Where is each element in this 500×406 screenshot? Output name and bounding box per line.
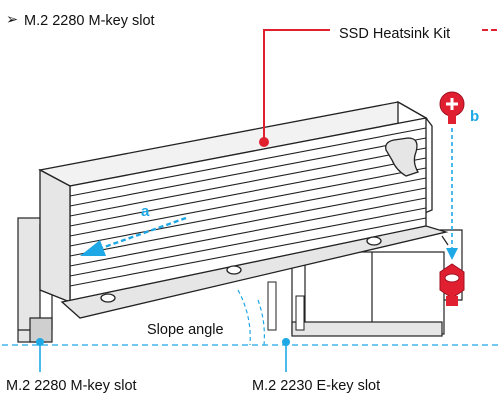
heatsink-leader-dot	[259, 137, 269, 147]
heatsink-clip	[385, 137, 419, 177]
step-a-label: a	[141, 203, 150, 220]
slope-angle-arc-left	[237, 289, 251, 346]
m2-2280-slot-label: M.2 2280 M-key slot	[6, 378, 137, 394]
section-heading: M.2 2280 M-key slot	[24, 13, 155, 29]
plate-screw-hole-right	[366, 236, 382, 246]
heatsink-kit-label: SSD Heatsink Kit	[339, 26, 451, 42]
screw-icon	[439, 91, 465, 124]
heatsink-leader-line	[263, 29, 330, 142]
plate-screw-hole-left	[100, 293, 116, 303]
step-b-label: b	[470, 108, 480, 125]
bullet-icon: ➢	[6, 12, 19, 28]
m2-2230-slot-label: M.2 2230 E-key slot	[252, 378, 381, 394]
ssd-heatsink	[38, 100, 449, 319]
slope-angle-arc-right	[257, 299, 265, 346]
slope-angle-label: Slope angle	[147, 322, 224, 338]
slot-posts	[267, 281, 305, 331]
step-b-arrowhead	[446, 248, 458, 260]
plate-screw-hole-mid	[226, 265, 242, 275]
right-slot-dot	[282, 338, 290, 346]
standoff-icon	[439, 263, 465, 306]
step-a-arrowhead	[80, 240, 106, 256]
left-slot-dot	[36, 338, 44, 346]
heatsink-fins	[69, 127, 427, 287]
